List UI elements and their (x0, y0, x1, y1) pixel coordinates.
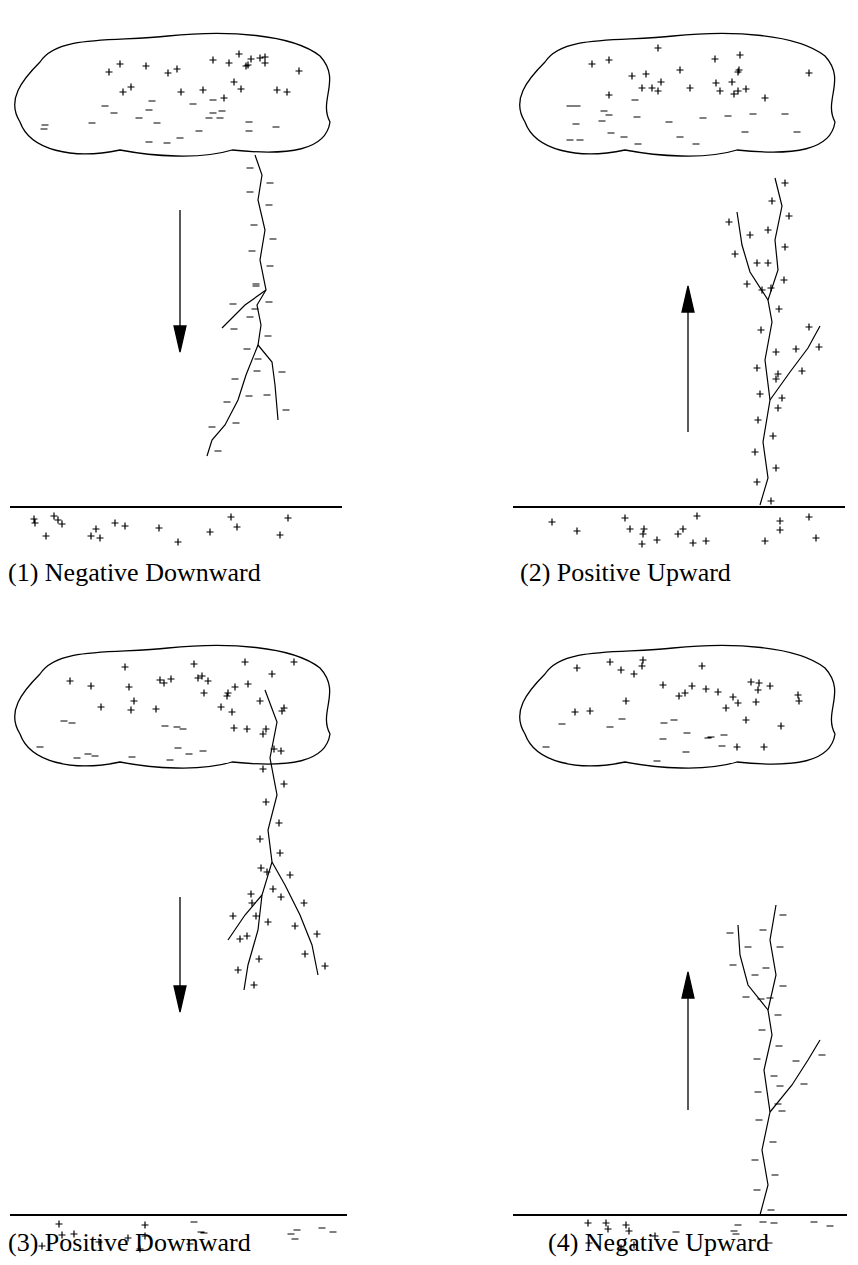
lightning-stroke (272, 862, 318, 975)
cloud (15, 33, 330, 156)
lightning-stroke (770, 326, 820, 400)
lightning-stroke (760, 905, 776, 1215)
cloud (520, 33, 835, 156)
direction-arrow (174, 210, 694, 1110)
lightning-leader (207, 155, 820, 1215)
cloud (520, 645, 835, 768)
lightning-stroke (760, 178, 782, 505)
charge-signs (31, 45, 834, 1253)
cloud (15, 645, 330, 768)
panel-caption: (2) Positive Upward (520, 558, 731, 588)
lightning-stroke (258, 345, 278, 420)
lightning-stroke (207, 155, 266, 456)
panel-caption: (4) Negative Upward (548, 1228, 769, 1258)
ground-line (10, 507, 847, 1215)
charge-sign (31, 45, 834, 1253)
lightning-stroke (737, 212, 768, 300)
lightning-stroke (222, 290, 266, 328)
panel-caption: (1) Negative Downward (8, 558, 261, 588)
panel-caption: (3) Positive Downward (8, 1228, 251, 1258)
